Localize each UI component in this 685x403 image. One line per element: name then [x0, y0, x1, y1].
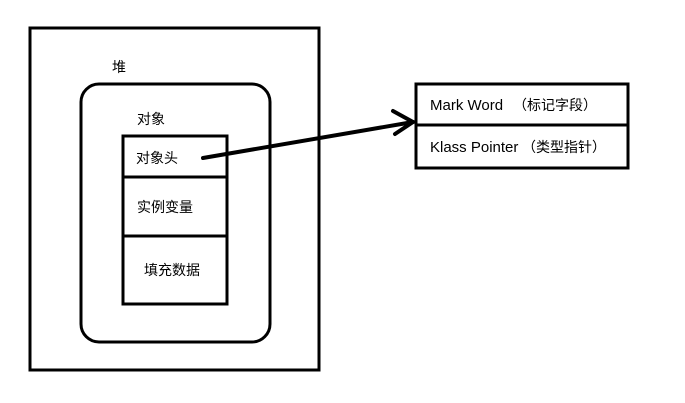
object-label: 对象: [137, 112, 165, 128]
arrow-head: [391, 109, 415, 136]
object-box: [79, 82, 272, 344]
klass-pointer-label: Klass Pointer: [430, 139, 518, 156]
padding-data-section: 填充数据: [144, 263, 200, 279]
arrow-line: [201, 120, 415, 160]
mark-word-note: （标记字段）: [513, 98, 597, 114]
object-header-section: 对象头: [136, 151, 178, 167]
heap-label: 堆: [112, 60, 126, 76]
mark-word-label: Mark Word: [430, 97, 503, 114]
heap-box: [28, 26, 321, 372]
instance-variables-section: 实例变量: [137, 200, 193, 216]
klass-pointer-note: （类型指针）: [522, 140, 606, 156]
object-section-stack: [121, 134, 229, 306]
